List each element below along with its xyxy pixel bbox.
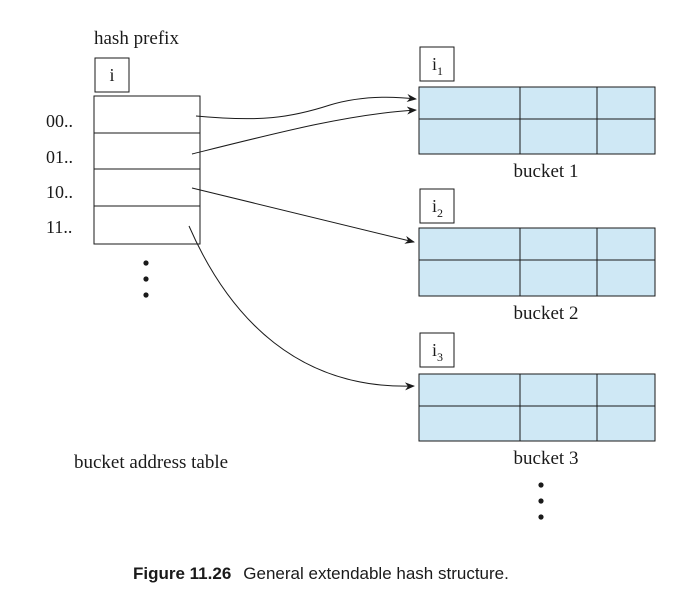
bucket-2: i2 bucket 2	[418, 188, 656, 324]
bucket-3-label: bucket 3	[514, 448, 579, 469]
prefix-label-01: 01..	[46, 147, 73, 167]
bucket-slot	[418, 259, 521, 297]
bucket-slot	[519, 86, 598, 120]
global-depth-label: i	[109, 65, 114, 85]
local-depth-box-3	[419, 332, 455, 368]
bucket-address-table-caption: bucket address table	[74, 452, 228, 473]
pointer-arrow-01	[191, 106, 417, 155]
bucket-slot	[596, 86, 656, 120]
bucket-slot	[418, 118, 521, 155]
prefix-label-00: 00..	[46, 111, 73, 131]
bucket-slot	[418, 86, 521, 120]
bucket-slot	[418, 373, 521, 407]
figure-caption: Figure 11.26 General extendable hash stru…	[133, 564, 509, 583]
ellipsis-dot	[143, 260, 149, 266]
pointer-arrow-10	[191, 187, 415, 244]
ellipsis-dot	[538, 498, 544, 504]
bucket-address-table	[93, 95, 201, 245]
ellipsis-dot	[143, 276, 149, 282]
pointer-arrow-00	[195, 93, 417, 120]
bucket-1-label: bucket 1	[514, 161, 579, 182]
bucket-slot	[596, 118, 656, 155]
bucket-slot	[596, 227, 656, 261]
bucket-slot	[519, 227, 598, 261]
local-depth-box-2	[419, 188, 455, 224]
hash-prefix-label: hash prefix	[94, 28, 179, 49]
local-depth-3: i3	[432, 340, 443, 364]
local-depth-box-1	[419, 46, 455, 82]
prefix-label-11: 11..	[46, 217, 72, 237]
ellipsis-dot	[143, 292, 149, 298]
bucket-slot	[596, 259, 656, 297]
bucket-2-label: bucket 2	[514, 303, 579, 324]
local-depth-2: i2	[432, 196, 443, 220]
bucket-slot	[596, 373, 656, 407]
bucket-slot	[519, 405, 598, 442]
bucket-slot	[596, 405, 656, 442]
bucket-3: i3 bucket 3	[418, 332, 656, 469]
figure-caption-text: General extendable hash structure.	[243, 564, 509, 583]
figure-number: Figure 11.26	[133, 564, 231, 583]
bucket-1: i1 bucket 1	[418, 46, 656, 182]
ellipsis-dot	[538, 482, 544, 488]
pointer-arrow-11	[188, 225, 415, 391]
bucket-slot	[519, 373, 598, 407]
bucket-slot	[418, 405, 521, 442]
bucket-slot	[519, 118, 598, 155]
ellipsis-dot	[538, 514, 544, 520]
local-depth-1: i1	[432, 54, 443, 78]
bucket-slot	[519, 259, 598, 297]
global-depth-box	[94, 57, 130, 93]
prefix-label-10: 10..	[46, 182, 73, 202]
bucket-slot	[418, 227, 521, 261]
table-outline	[93, 95, 201, 245]
